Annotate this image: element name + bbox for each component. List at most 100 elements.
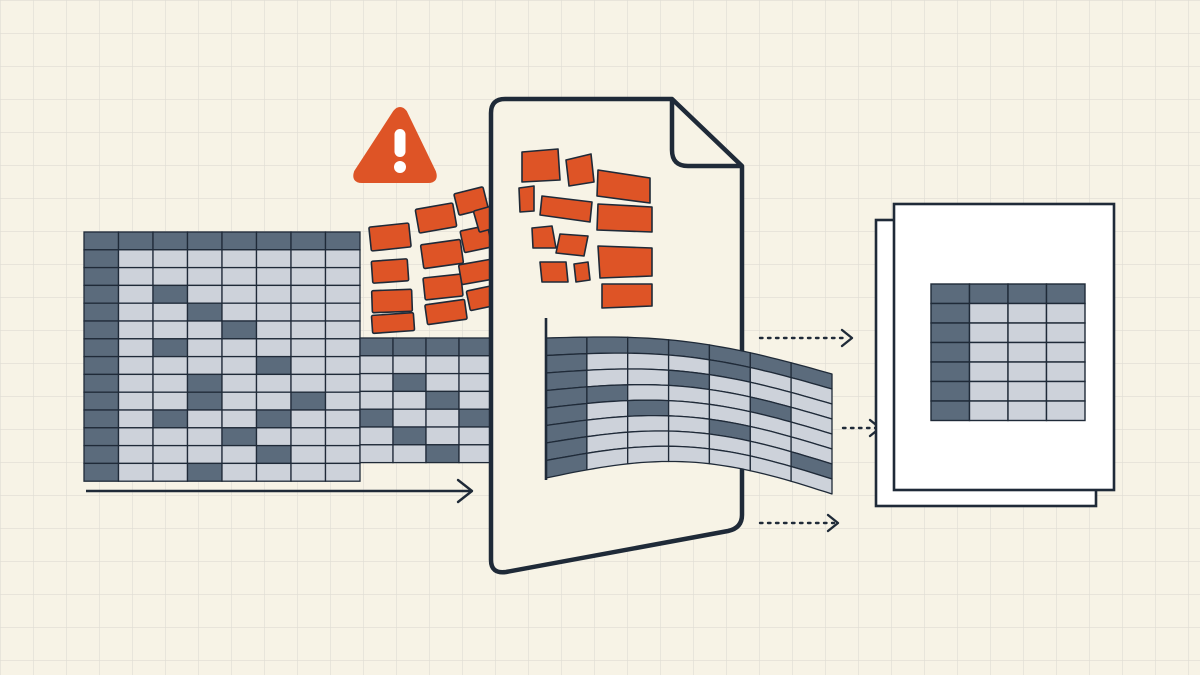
table-cell (1045, 380, 1086, 402)
table-cell (968, 341, 1009, 363)
table-cell (117, 249, 154, 269)
broken-cell (531, 225, 557, 249)
table-cell (324, 320, 361, 340)
table-cell (117, 427, 154, 447)
table-cell (392, 337, 427, 357)
table-cell (968, 283, 1009, 305)
table-cell (1045, 341, 1086, 363)
table-cell (930, 341, 971, 363)
table-cell (255, 302, 292, 322)
table-cell (425, 372, 460, 393)
broken-cell (596, 203, 653, 233)
table-cell (186, 409, 223, 429)
table-cell (83, 302, 120, 322)
table-cell (221, 355, 258, 376)
table-cell (221, 302, 258, 322)
table-cell (152, 391, 189, 411)
table-cell (968, 380, 1009, 402)
table-cell (221, 427, 258, 447)
table-cell (152, 320, 189, 340)
table-cell (1007, 322, 1048, 344)
document-fold (669, 99, 742, 169)
table-cell (255, 284, 292, 304)
table-cell (392, 390, 427, 410)
table-cell (627, 336, 670, 356)
table-cell (255, 427, 292, 447)
table-cell (255, 231, 292, 251)
table-cell (221, 320, 258, 340)
table-cell (930, 302, 971, 324)
input-arrow (86, 478, 474, 504)
table-cell (290, 462, 327, 482)
table-cell (359, 372, 394, 393)
table-cell (186, 249, 223, 269)
table-cell (930, 283, 971, 305)
table-cell (425, 444, 460, 464)
broken-cell (518, 185, 535, 213)
table-cell (458, 408, 493, 428)
table-cell (221, 338, 258, 358)
table-cell (117, 284, 154, 304)
table-cell (359, 408, 394, 428)
table-cell (186, 338, 223, 358)
table-cell (221, 409, 258, 429)
table-cell (117, 391, 154, 411)
table-cell (186, 355, 223, 376)
table-cell (1045, 400, 1086, 422)
table-cell (324, 391, 361, 411)
table-cell (255, 249, 292, 269)
table-cell (627, 368, 670, 387)
table-cell (290, 320, 327, 340)
table-cell (117, 373, 154, 393)
table-cell (930, 400, 971, 422)
broken-cell (539, 195, 593, 223)
table-cell (221, 444, 258, 465)
broken-cell (422, 273, 464, 301)
table-cell (83, 373, 120, 393)
broken-cell (368, 222, 412, 252)
table-cell (117, 355, 154, 376)
broken-cell (521, 148, 561, 183)
table-cell (290, 355, 327, 376)
table-cell (458, 337, 493, 357)
table-cell (152, 444, 189, 465)
broken-cell (370, 311, 416, 335)
table-cell (152, 427, 189, 447)
table-cell (152, 231, 189, 251)
table-cell (324, 409, 361, 429)
table-cell (627, 414, 670, 433)
table-cell (324, 302, 361, 322)
table-cell (324, 373, 361, 393)
warning-icon (353, 107, 437, 183)
table-cell (930, 380, 971, 402)
broken-cell (601, 283, 653, 309)
table-cell (221, 231, 258, 251)
table-cell (1007, 283, 1048, 305)
table-cell (290, 444, 327, 465)
table-cell (186, 373, 223, 393)
table-cell (1007, 400, 1048, 422)
table-cell (221, 284, 258, 304)
table-cell (117, 266, 154, 287)
table-cell (117, 320, 154, 340)
warning-mark (394, 129, 406, 157)
table-cell (290, 427, 327, 447)
table-cell (1045, 302, 1086, 324)
table-cell (586, 352, 629, 371)
table-cell (186, 320, 223, 340)
table-cell (83, 355, 120, 376)
table-cell (83, 391, 120, 411)
bridge-table (359, 337, 493, 464)
output-arrows (758, 328, 882, 533)
broken-cell (414, 202, 458, 234)
table-cell (186, 462, 223, 482)
table-cell (186, 427, 223, 447)
table-cell (152, 249, 189, 269)
table-cell (255, 391, 292, 411)
table-cell (359, 444, 394, 464)
table-cell (324, 266, 361, 287)
table-cell (545, 336, 588, 357)
broken-cell (596, 169, 651, 204)
